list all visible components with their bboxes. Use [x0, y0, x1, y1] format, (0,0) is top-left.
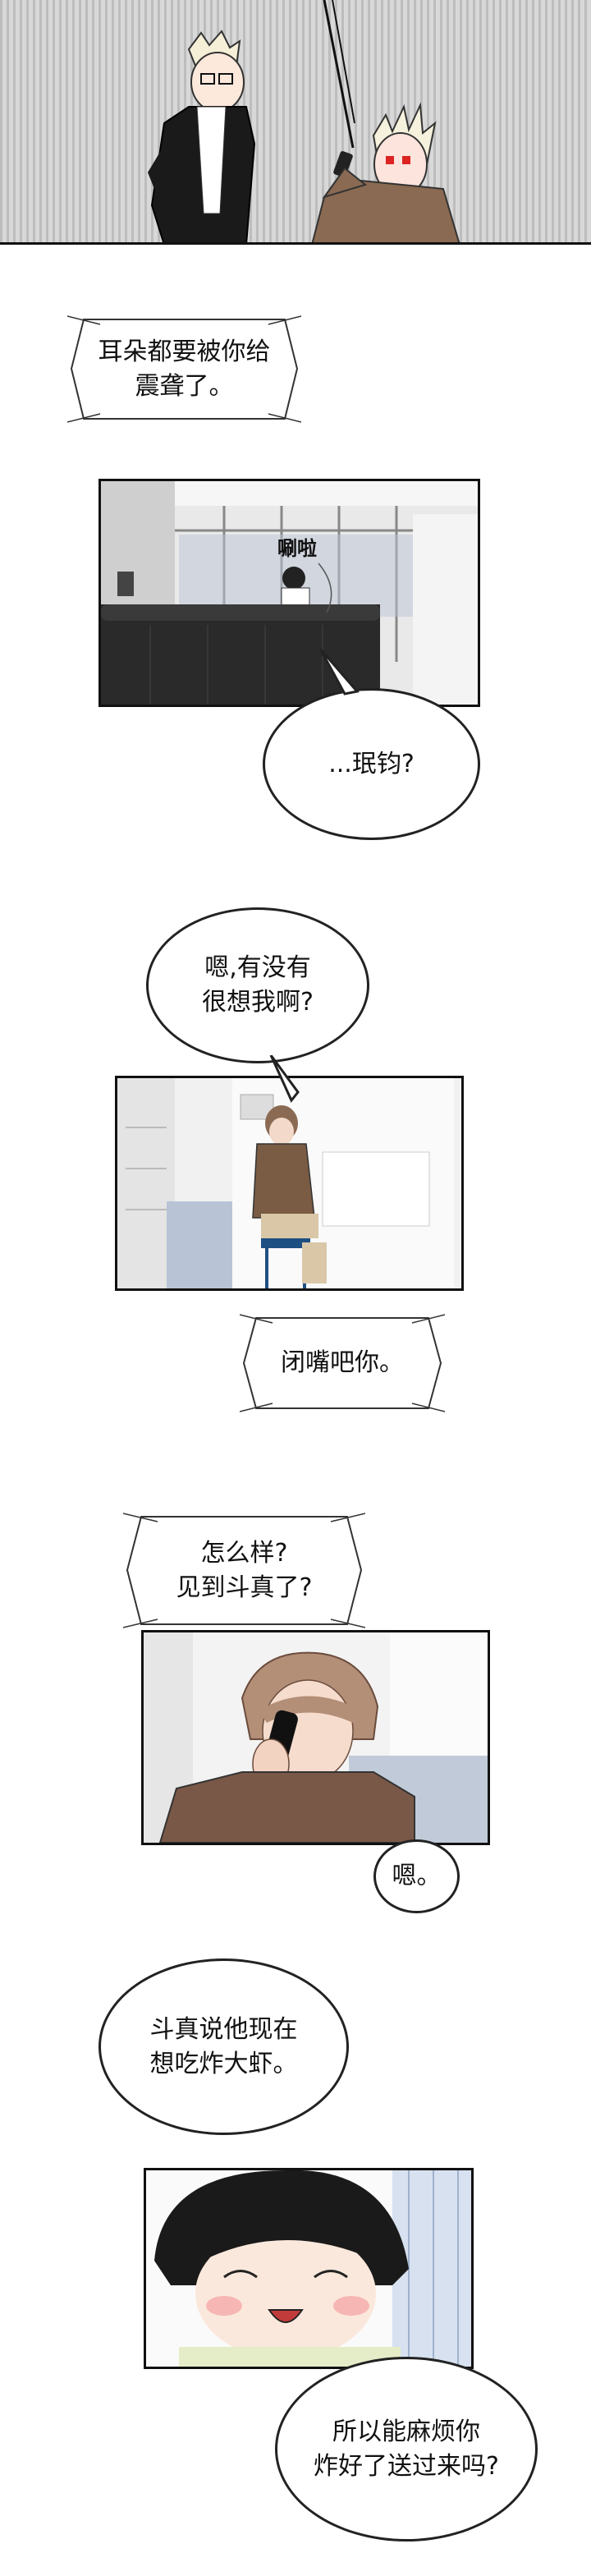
panel-1-art [0, 0, 591, 242]
panel-1 [0, 0, 591, 245]
speech-box-1: 耳朵都要被你给 震聋了。 [67, 301, 301, 437]
hex-frame [240, 1314, 445, 1412]
speech-bubble-8: 所以能麻烦你 炸好了送过来吗? [275, 2357, 538, 2542]
bubble-tail [269, 1055, 300, 1103]
speech-text-2: ...珉钧? [328, 749, 415, 778]
speech-box-4: 闭嘴吧你。 [240, 1302, 445, 1425]
sound-effect-text: 唰啦 [277, 537, 317, 560]
speech-text-8: 所以能麻烦你 炸好了送过来吗? [314, 2417, 499, 2481]
speech-text-6: 嗯。 [392, 1862, 442, 1890]
panel-3-art [117, 1078, 461, 1288]
hex-frame [67, 315, 301, 423]
speech-text-5: 怎么样? 见到斗真了? [176, 1538, 313, 1602]
panel-3 [115, 1076, 464, 1291]
speech-box-5: 怎么样? 见到斗真了? [123, 1499, 365, 1642]
character-spiky-hair-phone [311, 102, 460, 242]
panel-2-art [101, 481, 478, 705]
panel-5 [144, 2168, 474, 2369]
speech-bubble-7: 斗真说他现在 想吃炸大虾。 [98, 1958, 349, 2135]
panel-4 [141, 1630, 490, 1845]
speech-text-4: 闭嘴吧你。 [281, 1348, 404, 1377]
speech-text-7: 斗真说他现在 想吃炸大虾。 [149, 2014, 298, 2078]
panel-5-art [146, 2170, 471, 2367]
speech-bubble-3: 嗯,有没有 很想我啊? [146, 907, 369, 1063]
hex-frame [123, 1513, 365, 1628]
speech-text-3: 嗯,有没有 很想我啊? [202, 953, 314, 1017]
bubble-tail [318, 649, 360, 696]
speech-bubble-6: 嗯。 [373, 1839, 460, 1913]
panel-4-art [144, 1632, 488, 1843]
speech-text-1: 耳朵都要被你给 震聋了。 [98, 337, 271, 401]
speech-bubble-2: ...珉钧? [263, 688, 480, 840]
character-blond-glasses [148, 30, 256, 242]
panel-2: 唰啦 [98, 479, 480, 707]
